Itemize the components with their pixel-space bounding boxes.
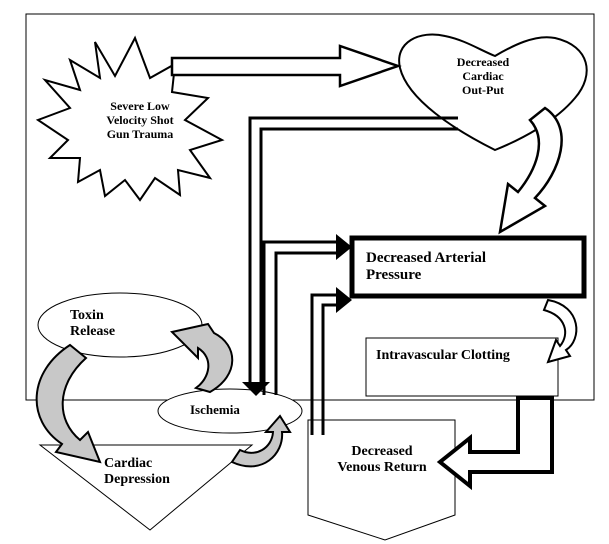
outer-frame	[25, 13, 595, 401]
cardiac-output-line-3: Out-Put	[462, 82, 504, 97]
intravascular-clotting-box	[365, 337, 559, 397]
cardiac-depression-triangle	[38, 444, 254, 531]
venous-return-line-1: Decreased	[351, 444, 413, 459]
arrow-depression-to-ischemia	[230, 414, 292, 468]
arrow-to-ischemia-outer	[248, 116, 458, 385]
venous-return-shape	[307, 419, 456, 541]
arrow-pressure-to-clotting	[542, 298, 578, 364]
trauma-starburst	[35, 35, 225, 202]
toxin-release-label: Toxin Release	[70, 308, 115, 340]
cardiac-output-line-1: Decreased	[456, 55, 510, 69]
arrow-ischemia-to-pressure-outer	[262, 240, 340, 395]
trauma-label-line-2: Velocity Shot	[106, 112, 174, 127]
trauma-label-line-3: Gun Trauma	[106, 126, 174, 141]
trauma-label: Severe Low Velocity Shot Gun Trauma	[84, 99, 196, 141]
trauma-label-line-1: Severe Low	[110, 99, 170, 113]
arterial-pressure-box	[349, 235, 587, 299]
arrow-ischemia-to-pressure-inner	[274, 251, 340, 395]
arterial-pressure-line-1: Decreased Arterial	[366, 250, 487, 266]
toxin-release-line-2: Release	[70, 324, 116, 340]
toxin-release-ellipse	[37, 292, 203, 358]
arrow-trauma-to-output	[170, 44, 402, 88]
ischemia-label: Ischemia	[190, 402, 240, 417]
cardiac-output-label: Decreased Cardiac Out-Put	[438, 55, 528, 97]
arrow-venous-to-pressure-head	[336, 287, 352, 313]
arrow-to-ischemia-inner	[259, 127, 458, 385]
ischemia-ellipse	[157, 388, 303, 434]
arrow-ischemia-to-toxin	[170, 322, 234, 394]
cardiac-depression-line-2: Depression	[104, 472, 170, 488]
venous-return-line-2: Venous Return	[337, 460, 427, 476]
arrow-venous-to-pressure-outer	[310, 293, 340, 435]
cardiac-depression-label: Cardiac Depression	[104, 456, 170, 488]
arrow-ischemia-to-pressure-head	[336, 234, 352, 260]
arrow-toxin-to-depression	[35, 343, 102, 464]
arrow-venous-to-pressure-inner	[321, 303, 340, 435]
arrow-clotting-to-venous	[436, 396, 554, 491]
toxin-release-line-1: Toxin	[70, 308, 104, 323]
cardiac-output-line-2: Cardiac	[462, 68, 504, 83]
intravascular-clotting-label: Intravascular Clotting	[376, 348, 510, 363]
cardiac-depression-line-1: Cardiac	[104, 456, 153, 471]
arterial-pressure-line-2: Pressure	[366, 267, 422, 284]
arterial-pressure-label: Decreased Arterial Pressure	[366, 250, 486, 285]
venous-return-label: Decreased Venous Return	[312, 444, 452, 476]
arrow-output-to-pressure	[498, 106, 563, 235]
